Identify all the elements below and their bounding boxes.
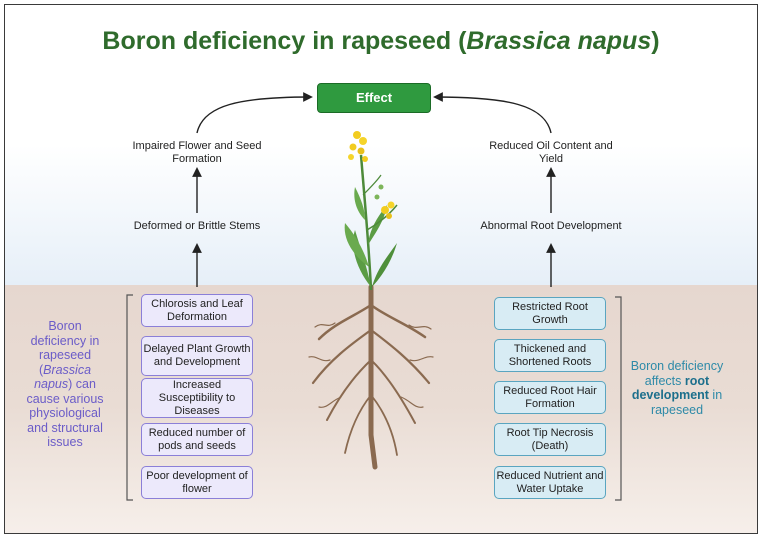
left-side-note: Boron deficiency in rapeseed (Brassica n…: [26, 319, 104, 449]
left-bracket: [126, 294, 133, 501]
left-curved-arrow: [196, 92, 313, 134]
label-deformed-stems: Deformed or Brittle Stems: [133, 220, 261, 232]
plant-shoot: [344, 131, 398, 291]
right-curved-arrow: [433, 92, 552, 134]
root-box-tip-necrosis: Root Tip Necrosis (Death): [494, 423, 606, 456]
root-box-nutrient-uptake: Reduced Nutrient and Water Uptake: [494, 466, 606, 499]
effect-box: Effect: [317, 83, 431, 113]
right-side-note: Boron deficiency affects root developmen…: [630, 359, 724, 417]
root-box-restricted-growth: Restricted Root Growth: [494, 297, 606, 330]
label-abnormal-root: Abnormal Root Development: [480, 220, 622, 232]
diagram-title: Boron deficiency in rapeseed (Brassica n…: [102, 27, 660, 55]
root-box-thickened-roots: Thickened and Shortened Roots: [494, 339, 606, 372]
connector-layer: [126, 92, 622, 501]
symptom-box-disease-susceptibility: Increased Susceptibility to Diseases: [141, 378, 253, 418]
symptom-box-delayed-growth: Delayed Plant Growth and Development: [141, 336, 253, 376]
symptom-box-chlorosis: Chlorosis and Leaf Deformation: [141, 294, 253, 327]
diagram-frame: Boron deficiency in rapeseed (Brassica n…: [4, 4, 758, 534]
symptom-box-reduced-pods: Reduced number of pods and seeds: [141, 423, 253, 456]
right-bracket: [615, 296, 622, 501]
label-impaired-flower: Impaired Flower and Seed Formation: [132, 140, 262, 165]
symptom-box-poor-flower: Poor development of flower: [141, 466, 253, 499]
plant-roots: [308, 284, 434, 470]
label-reduced-oil: Reduced Oil Content and Yield: [489, 140, 613, 165]
root-box-root-hair: Reduced Root Hair Formation: [494, 381, 606, 414]
